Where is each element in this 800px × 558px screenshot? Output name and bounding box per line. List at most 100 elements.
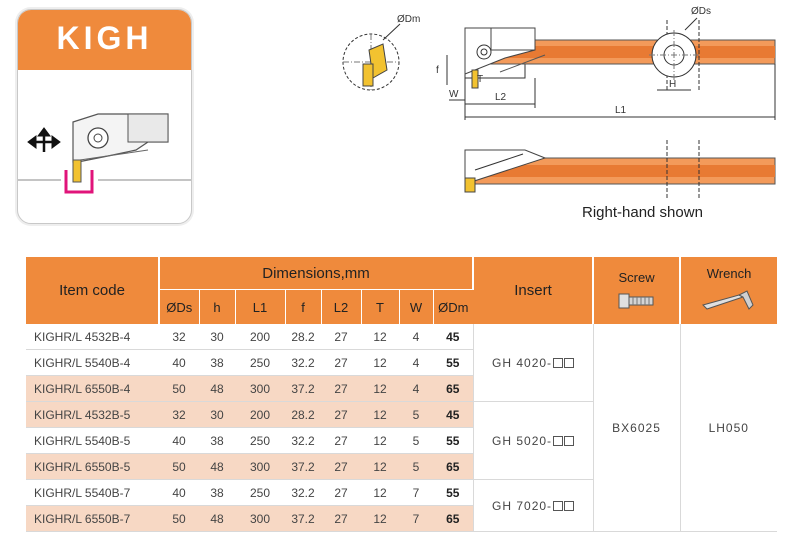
cell-w: 7 [399,505,433,532]
cell-code: KIGHR/L 4532B-5 [26,401,159,428]
table-row: KIGHR/L 4532B-5 32 30 200 28.2 27 12 5 4… [26,401,777,480]
spec-table: Item code Dimensions,mm Insert Screw Wre… [26,257,778,532]
cell-h: 48 [199,453,235,480]
label-dm: ØDm [397,14,420,25]
label-l2: L2 [495,92,507,103]
insert-shape [72,159,82,183]
cell-w: 4 [399,375,433,402]
cell-w: 5 [399,427,433,454]
cell-h: 30 [199,324,235,350]
cell-t: 12 [361,375,399,402]
cell-h: 38 [199,479,235,506]
tool-illustration [18,113,191,194]
screw-cell: BX6025 [592,324,681,532]
cell-f: 37.2 [285,453,321,480]
cell-l1: 200 [235,401,285,428]
tool-card: KIGH [17,9,192,224]
header-dimensions: Dimensions,mm [159,257,475,290]
insert-label: GH 4020- [492,355,553,370]
cell-dm: 65 [433,375,474,402]
feed-arrows-icon [27,127,61,152]
groove-highlight [64,170,94,194]
cell-l2: 27 [321,453,361,480]
cell-l1: 250 [235,427,285,454]
label-w: W [449,89,459,100]
label-t: T [477,74,483,85]
wrench-cell: LH050 [679,324,778,532]
cell-code: KIGHR/L 6550B-4 [26,375,159,402]
cell-l2: 27 [321,505,361,532]
cell-code: KIGHR/L 5540B-4 [26,349,159,376]
label-h: H [669,79,676,90]
cell-code: KIGHR/L 5540B-7 [26,479,159,506]
cell-dm: 65 [433,505,474,532]
drawing-caption: Right-hand shown [582,204,703,221]
table-row: KIGHR/L 5540B-4 40 38 250 32.2 27 12 4 5… [26,349,777,376]
cell-t: 12 [361,349,399,376]
cell-l2: 27 [321,427,361,454]
cell-t: 12 [361,479,399,506]
cell-t: 12 [361,427,399,454]
cell-f: 28.2 [285,401,321,428]
header-wrench: Wrench [680,257,778,324]
cell-ds: 40 [159,349,199,376]
table-row: KIGHR/L 4532B-4 32 30 200 28.2 27 12 4 4… [26,324,778,532]
cell-f: 37.2 [285,505,321,532]
header-wrench-label: Wrench [706,266,752,281]
label-ds: ØDs [691,6,711,17]
cell-l2: 27 [321,401,361,428]
cell-f: 28.2 [285,324,321,350]
cell-ds: 32 [159,401,199,428]
header-insert: Insert [473,257,595,324]
cell-f: 32.2 [285,427,321,454]
header-h: h [199,289,236,324]
cell-t: 12 [361,401,399,428]
cell-ds: 40 [159,427,199,454]
header-l2: L2 [321,289,362,324]
header-dm: ØDm [433,289,474,324]
cell-f: 32.2 [285,479,321,506]
cell-t: 12 [361,505,399,532]
cell-dm: 55 [433,349,474,376]
cell-h: 48 [199,505,235,532]
cell-t: 12 [361,453,399,480]
cell-w: 5 [399,401,433,428]
cell-h: 48 [199,375,235,402]
insert-cell: GH 4020- [472,324,594,402]
card-header: KIGH [18,10,191,70]
card-title: KIGH [56,20,153,56]
cell-l1: 250 [235,479,285,506]
table-row: KIGHR/L 5540B-5 40 38 250 32.2 27 12 5 5… [26,427,777,454]
cell-dm: 55 [433,479,474,506]
table-row: KIGHR/L 6550B-4 50 48 300 37.2 27 12 4 6… [26,375,777,402]
insert-label: GH 7020- [492,498,553,513]
cell-l2: 27 [321,479,361,506]
header-item-code: Item code [26,257,160,324]
cell-w: 7 [399,479,433,506]
cell-dm: 55 [433,427,474,454]
table-row: KIGHR/L 5540B-7 40 38 250 32.2 27 12 7 5… [26,479,777,532]
cell-l2: 27 [321,349,361,376]
cell-dm: 65 [433,453,474,480]
table-row: KIGHR/L 6550B-5 50 48 300 37.2 27 12 5 6… [26,453,777,480]
cell-ds: 50 [159,505,199,532]
cell-code: KIGHR/L 6550B-7 [26,505,159,532]
cell-f: 37.2 [285,375,321,402]
header-ds: ØDs [159,289,200,324]
cell-t: 12 [361,324,399,350]
cell-ds: 40 [159,479,199,506]
cell-dm: 45 [433,401,474,428]
cell-l2: 27 [321,375,361,402]
cell-code: KIGHR/L 6550B-5 [26,453,159,480]
header-screw-label: Screw [618,270,655,285]
cell-l1: 200 [235,324,285,350]
cell-code: KIGHR/L 4532B-4 [26,324,159,350]
cell-l1: 250 [235,349,285,376]
cell-l1: 300 [235,505,285,532]
header-f: f [285,289,322,324]
insert-cell: GH 5020- [472,401,594,480]
cell-w: 4 [399,324,433,350]
cell-h: 38 [199,427,235,454]
cell-ds: 32 [159,324,199,350]
cell-h: 30 [199,401,235,428]
